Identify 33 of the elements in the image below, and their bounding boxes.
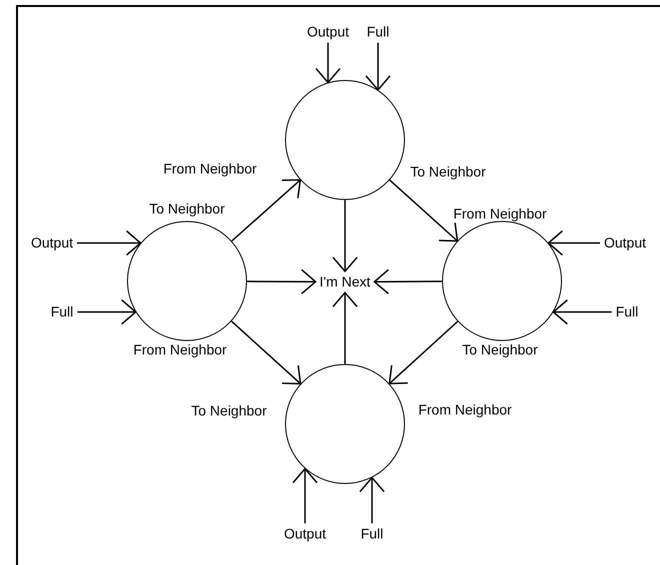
node-label: Output	[284, 526, 326, 542]
port-label: To Neighbor	[410, 164, 486, 180]
arrow	[77, 299, 136, 325]
port-label: From Neighbor	[453, 206, 547, 222]
arrow	[332, 292, 358, 364]
port-label: To Neighbor	[462, 342, 538, 358]
arrow	[388, 320, 458, 384]
arrow	[231, 179, 302, 242]
node-label: I'm Next	[320, 274, 370, 290]
arrow	[247, 268, 316, 294]
port-label: To Neighbor	[191, 403, 267, 419]
node-label: Full	[616, 304, 638, 320]
port-label: From Neighbor	[163, 161, 257, 177]
arrow	[292, 468, 318, 524]
arrow	[231, 320, 302, 384]
node-label: Output	[306, 24, 350, 40]
arrow	[332, 200, 358, 272]
port-label: To Neighbor	[149, 201, 225, 217]
port-label: From Neighbor	[133, 342, 227, 358]
arrow	[77, 230, 142, 256]
arrow	[389, 180, 458, 242]
node-label: Output	[604, 235, 646, 251]
arrow	[552, 299, 612, 325]
arrow	[315, 42, 341, 84]
arrow	[374, 268, 442, 294]
arrow	[548, 230, 600, 256]
node-label: Full	[366, 24, 390, 40]
arrow	[365, 42, 391, 91]
node-label: Full	[50, 304, 74, 320]
arrow	[359, 476, 385, 524]
node-label: Full	[360, 526, 384, 542]
node-label: Output	[30, 235, 74, 251]
port-label: From Neighbor	[418, 402, 512, 418]
